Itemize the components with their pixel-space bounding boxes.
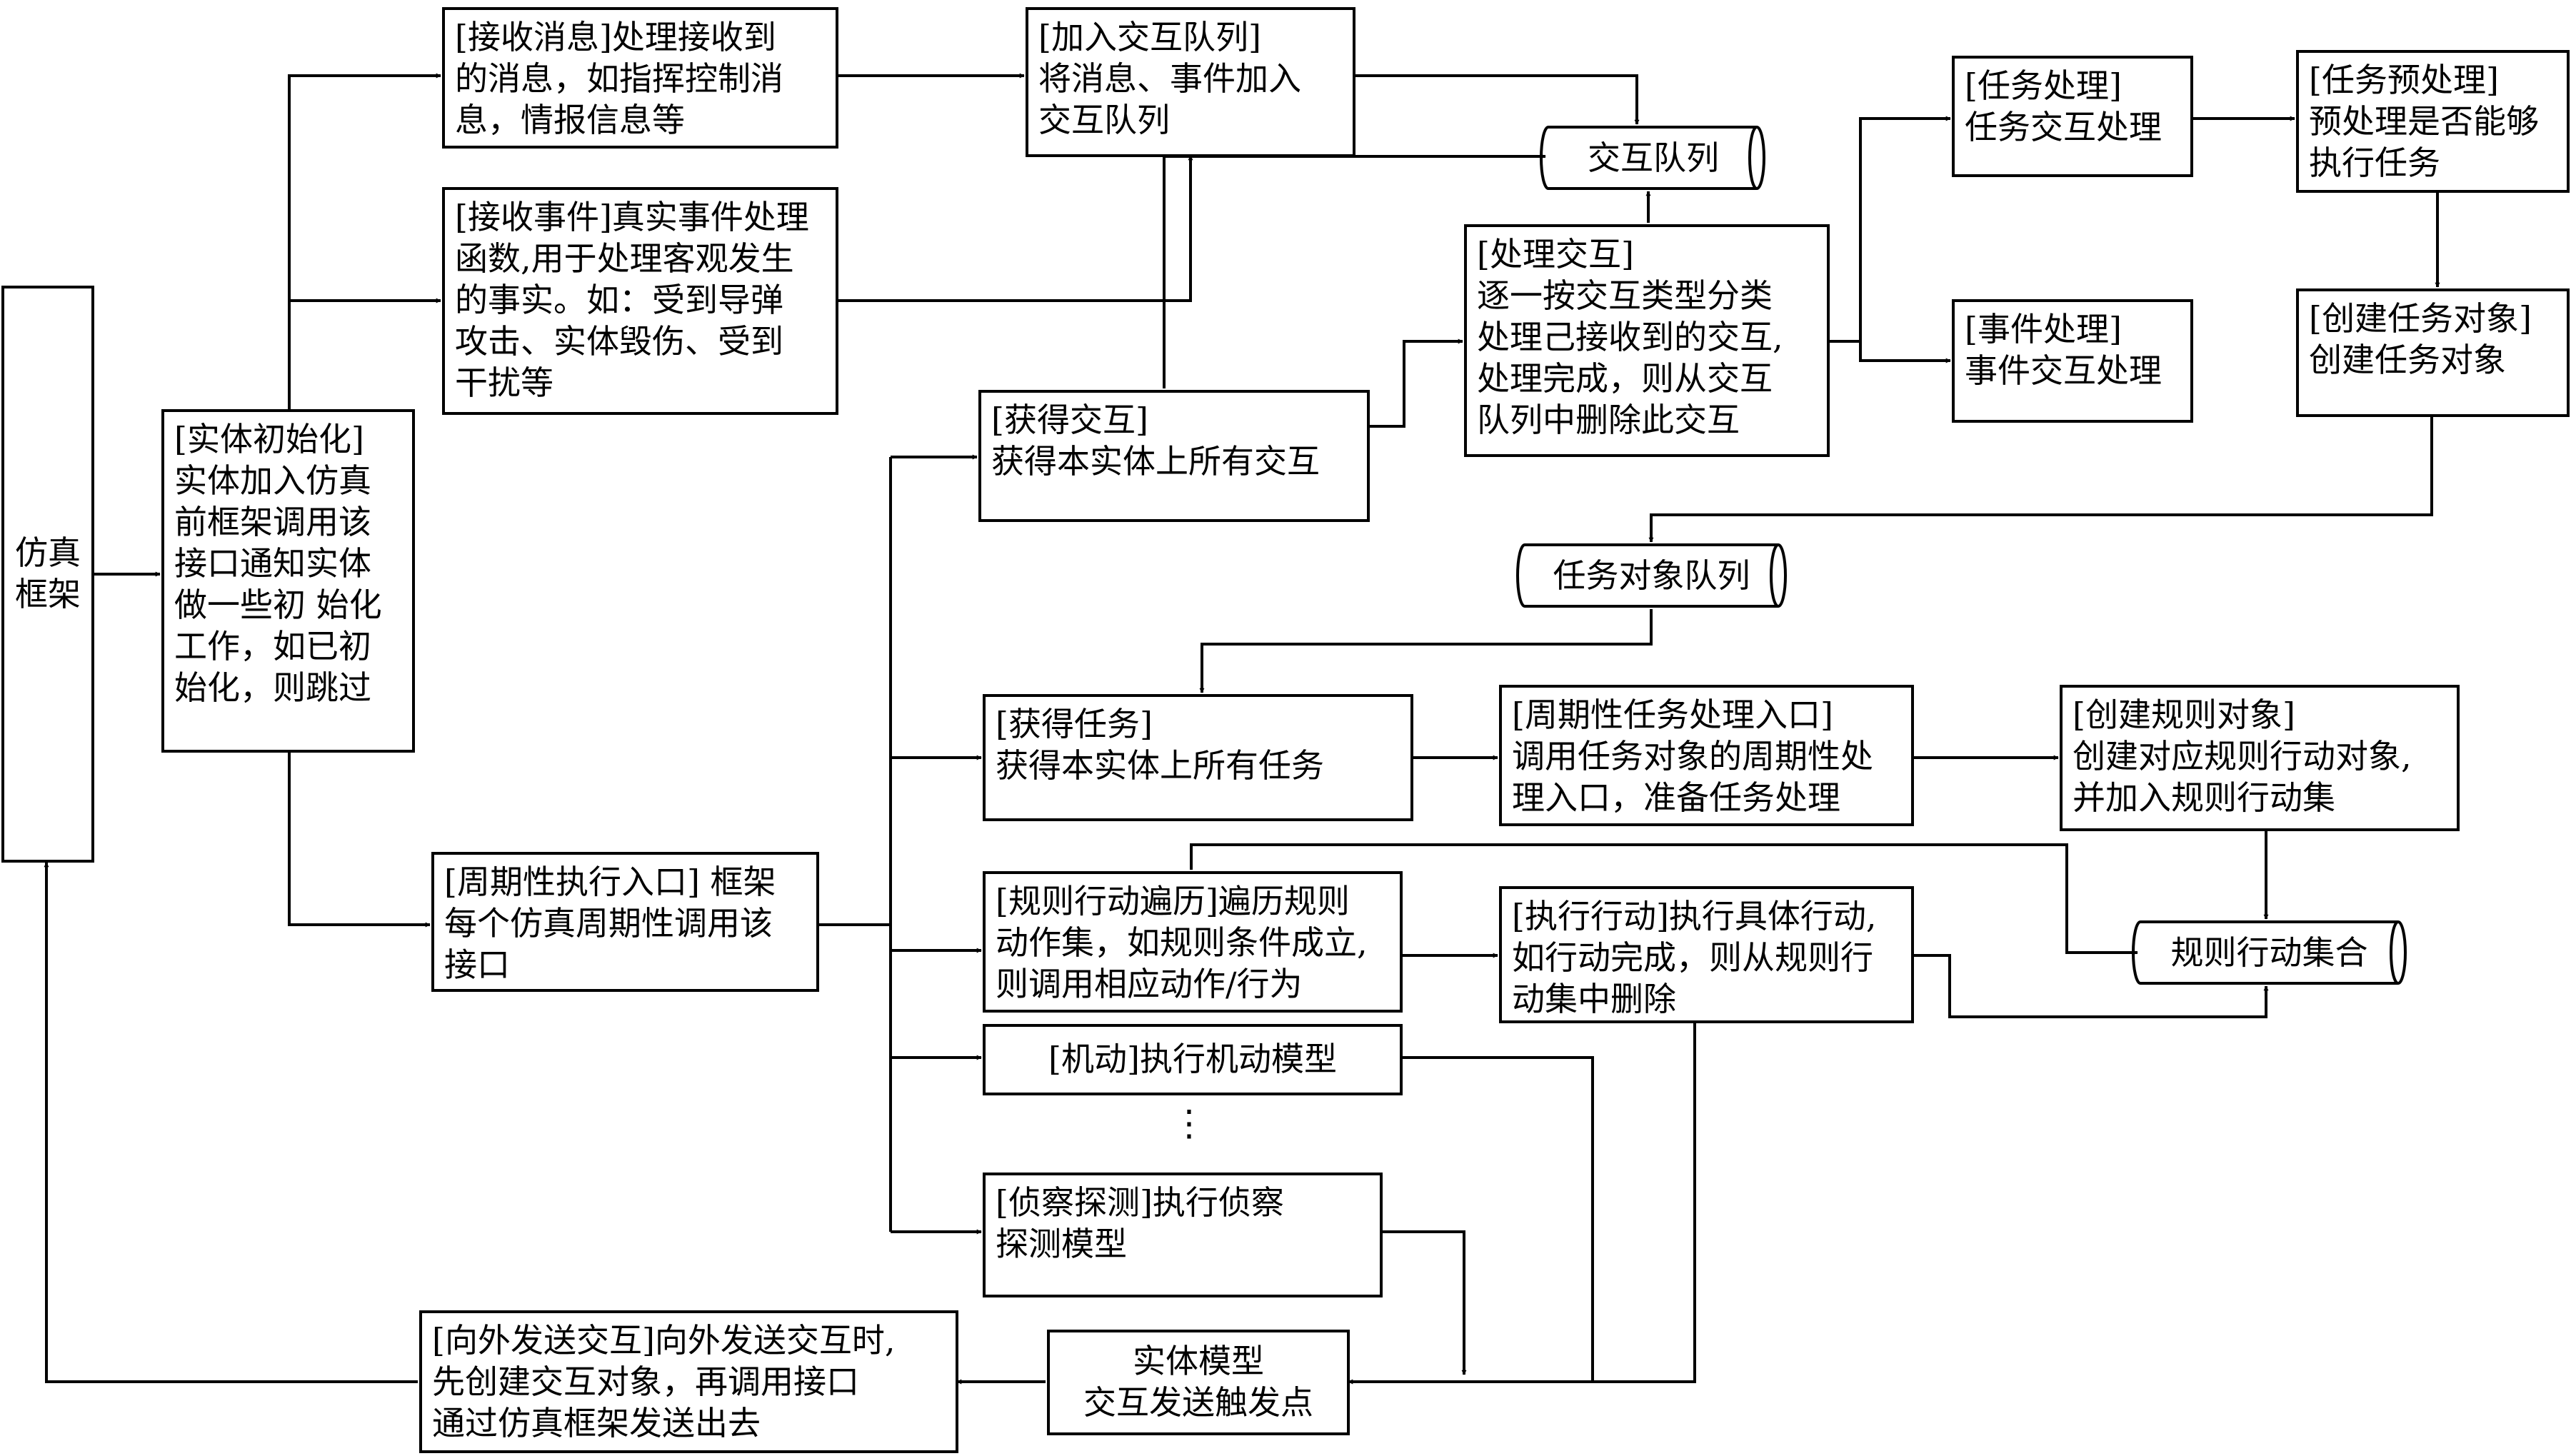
exec-action-node: [执行行动]执行具体行动, 如行动完成，则从规则行 动集中删除 xyxy=(1499,886,1914,1023)
entity-init-node: [实体初始化] 实体加入仿真 前框架调用该 接口通知实体 做一些初 始化 工作，… xyxy=(161,409,415,753)
recv-message-node: [接收消息]处理接收到 的消息，如指挥控制消 息，情报信息等 xyxy=(442,7,838,149)
get-task-node: [获得任务] 获得本实体上所有任务 xyxy=(983,694,1413,821)
interaction-queue-label: 交互队列 xyxy=(1588,139,1719,177)
join-queue-node: [加入交互队列] 将消息、事件加入 交互队列 xyxy=(1026,7,1355,157)
task-process-node: [任务处理] 任务交互处理 xyxy=(1952,56,2193,177)
process-interaction-node: [处理交互] 逐一按交互类型分类 处理己接收到的交互, 处理完成，则从交互 队列… xyxy=(1464,224,1830,457)
create-task-object-node: [创建任务对象] 创建任务对象 xyxy=(2296,288,2570,417)
periodic-task-entry-node: [周期性任务处理入口] 调用任务对象的周期性处 理入口，准备任务处理 xyxy=(1499,685,1914,826)
task-object-queue-label: 任务对象队列 xyxy=(1553,556,1750,595)
ellipsis-dots: ⋮ xyxy=(1171,1103,1207,1144)
entity-model-node: 实体模型 交互发送触发点 xyxy=(1047,1330,1350,1435)
rule-traverse-node: [规则行动遍历]遍历规则 动作集，如规则条件成立, 则调用相应动作/行为 xyxy=(983,871,1403,1013)
sim-framework-node: 仿真 框架 xyxy=(1,286,94,863)
recon-node: [侦察探测]执行侦察 探测模型 xyxy=(983,1173,1383,1297)
rule-action-set-label: 规则行动集合 xyxy=(2170,933,2368,972)
event-process-node: [事件处理] 事件交互处理 xyxy=(1952,299,2193,423)
task-preprocess-node: [任务预处理] 预处理是否能够 执行任务 xyxy=(2296,50,2570,193)
send-interaction-node: [向外发送交互]向外发送交互时, 先创建交互对象，再调用接口 通过仿真框架发送出… xyxy=(419,1310,958,1453)
get-interaction-node: [获得交互] 获得本实体上所有交互 xyxy=(978,390,1370,522)
periodic-exec-entry-node: [周期性执行入口] 框架 每个仿真周期性调用该 接口 xyxy=(431,852,819,992)
recv-event-node: [接收事件]真实事件处理 函数,用于处理客观发生 的事实。如：受到导弹 攻击、实… xyxy=(442,187,838,415)
create-rule-object-node: [创建规则对象] 创建对应规则行动对象, 并加入规则行动集 xyxy=(2060,685,2460,831)
maneuver-node: [机动]执行机动模型 xyxy=(983,1024,1403,1095)
